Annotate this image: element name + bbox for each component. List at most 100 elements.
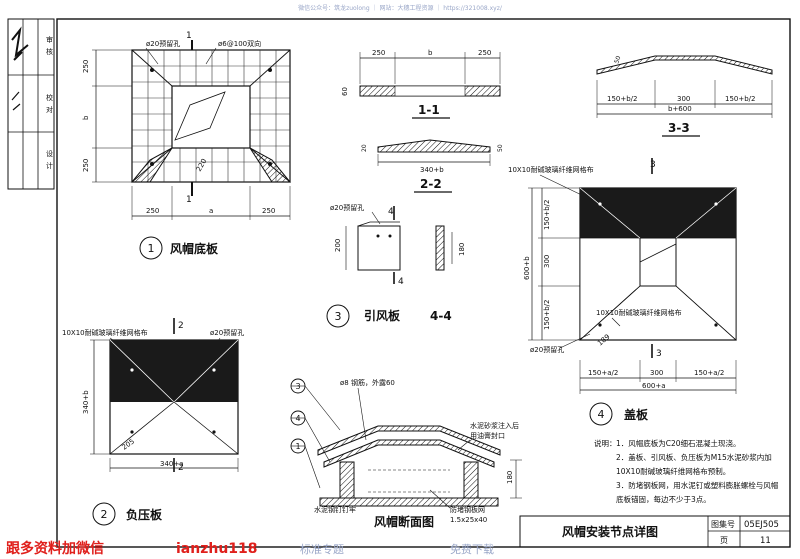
side-strip-text-5: 计 [46,161,53,170]
sec22-caption: 2-2 [420,177,442,191]
fig1-hole-label: ø20预留孔 [146,39,180,48]
notes-item-3: 3．防堵钢板网，用水泥钉或塑料膨胀螺栓与风帽 [616,480,778,490]
drawing-title: 风帽安装节点详图 [562,524,658,539]
fig4-hole-label: ø20预留孔 [530,345,564,354]
sec11-dim-r: 250 [478,49,491,57]
fig1-section-mark-bottom: 1 [186,195,192,205]
fig3-mark4-top: 4 [388,207,394,217]
section-dim-180: 180 [506,471,514,484]
sec22-dim-h2: 50 [497,144,504,152]
fig4-mark3-bottom: 3 [656,349,662,359]
fig4-dim-v1: 150+b/2 [543,200,551,230]
section-mortar-label: 水泥砂浆注入后 [470,421,519,430]
fig4-caption: 盖板 [624,407,649,422]
sec11-caption: 1-1 [418,103,440,117]
sec33-dim-r: 150+b/2 [725,95,755,103]
signature-mark [11,91,21,111]
bottom-watermark-right-1: 标准专题 [300,542,344,556]
fig4-mesh-label: 10X10耐碱玻璃纤维网格布 [508,165,594,174]
fig2-mark2-top: 2 [178,321,184,331]
notes-item-0: 1．风帽底板为C20细石混凝土现浇。 [616,438,741,448]
fig3-dim-200: 200 [334,239,342,252]
notes-item-4: 底板锚固，每边不少于3点。 [616,494,711,504]
sheet-frame [56,18,791,548]
fig1-mesh-label: ø6@100双向 [218,39,261,48]
fig2-dim-v: 340+b [82,390,90,414]
title-block: 风帽安装节点详图 图集号 05EJ505 页 11 [519,515,791,548]
sec22-dim-h1: 20 [361,144,368,152]
section-callout-1: 1 [295,442,300,451]
page-number: 11 [760,536,771,546]
fig4-dim-v2: 300 [543,255,551,268]
side-strip-text-0: 审 [46,35,53,44]
side-strip-text-1: 核 [46,47,53,56]
sec33-dim-total: b+600 [668,105,692,113]
sec33-dim-l: 150+b/2 [607,95,637,103]
section-mesh-label-2: 1.5x25x40 [450,516,487,524]
fig2-negative-pressure-plate: 10X10耐碱玻璃纤维网格布 ø20预留孔 2 2 205 340+b 340+… [62,318,244,526]
fig4-dim-htotal: 600+a [642,382,666,390]
sec22-dim-w: 340+b [420,166,444,174]
section-callout-4: 4 [295,414,300,423]
fig4-dim-h2: 300 [650,369,663,377]
side-strip-text-3: 对 [46,105,53,114]
fig2-mesh-label: 10X10耐碱玻璃纤维网格布 [62,328,148,337]
fig1-caption: 风帽底板 [170,241,219,256]
notes-item-2: 10X10耐碱玻璃纤维网格布预制。 [616,466,730,476]
sec11-dim-l: 250 [372,49,385,57]
fig2-dim-h: 340+a [160,460,184,468]
fig1-dim-right: 250 [262,207,275,215]
section-mesh-label: 防堵钢板网 [450,505,485,514]
bottom-watermark-mid: ianzhu118 [176,541,258,557]
section-3-3: 50 150+b/2 300 150+b/2 b+600 3-3 [596,55,773,137]
notes-title: 说明： [594,438,617,448]
fig4-dim-v3: 150+b/2 [543,300,551,330]
section-rebar-label: ø8 钢筋，外露60 [340,378,395,387]
fig1-dim-left: 250 [146,207,159,215]
bottom-watermark-right-2: 免费下载 [450,542,494,556]
side-strip: 审 核 校 对 设 计 [7,18,55,190]
fig3-wind-guide-plate: ø20预留孔 200 4 4 180 3 引风板 4-4 [326,203,466,328]
fig4-mark3-top: 3 [650,160,656,170]
fig3-number: 3 [335,310,342,323]
section-1-1: 250 b 250 60 1-1 [341,49,501,119]
section-mortar-label-2: 用油膏封口 [470,431,505,440]
fig1-number: 1 [148,242,155,255]
fig4-dim-vtotal: 600+b [523,256,531,280]
fig1-dim-b: b [82,115,90,120]
signature-mark [11,26,29,61]
fig1-section-mark-top: 1 [186,31,192,41]
page-label: 页 [720,536,728,545]
fig4-number: 4 [598,408,605,421]
fig4-dim-h3: 150+a/2 [694,369,724,377]
fig1-dim-220: 220 [195,157,209,173]
fig3-caption: 引风板 [364,308,401,323]
section-view: 3 4 1 ø8 钢筋，外露60 水泥砂浆注入后 用油膏封口 180 水泥钢钉钉… [290,378,522,529]
header-watermark: 微信公众号：筑龙zuolong ｜ 网站：大穗工程资源 ｜ https://32… [298,4,503,12]
section-callout-3: 3 [295,382,300,391]
fig2-number: 2 [101,508,108,521]
fig3-section-caption: 4-4 [430,309,452,323]
section-nail-label: 水泥钢钉钉牢 [314,505,356,514]
side-strip-text-4: 设 [46,149,53,158]
sec11-dim-h: 60 [341,87,349,96]
sec33-dim-50: 50 [613,55,622,65]
sec33-dim-m: 300 [677,95,690,103]
fig4-cover-plate: 10X10耐碱玻璃纤维网格布 3 3 10X10耐碱玻璃纤维网格布 189 ø2… [508,158,737,426]
notes: 说明： 1．风帽底板为C20细石混凝土现浇。 2．盖板、引风板、负压板为M15水… [594,438,778,504]
section-caption: 风帽断面图 [374,514,434,529]
fig1-dim-bot: 250 [82,159,90,172]
sec11-dim-b: b [428,49,433,57]
notes-item-1: 2．盖板、引风板、负压板为M15水泥砂浆内加 [616,452,772,462]
side-strip-text-2: 校 [46,93,53,102]
fig1-base-plate: 1 1 ø20预留孔 ø6@100双向 220 250 b 250 250 a … [82,31,292,260]
fig1-dim-top: 250 [82,60,90,73]
fig3-hole-label: ø20预留孔 [330,203,364,212]
fig3-dim-180: 180 [458,243,466,256]
fig4-dim-h1: 150+a/2 [588,369,618,377]
fig2-caption: 负压板 [126,507,163,522]
fig1-dim-a: a [209,207,213,215]
atlas-label: 图集号 [711,519,735,529]
bottom-watermark-left: 跟多资料加微信 [6,540,104,557]
